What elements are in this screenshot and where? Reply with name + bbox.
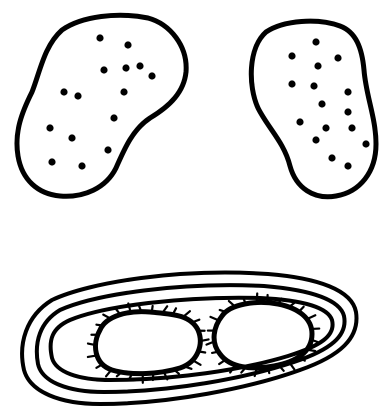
blob-right-dot bbox=[314, 62, 321, 69]
dotted-blob-right bbox=[251, 21, 376, 197]
blob-right-dot bbox=[344, 88, 351, 95]
blob-left-dot bbox=[122, 64, 129, 71]
blob-right-dot bbox=[344, 162, 351, 169]
inner-body-left-fringe-hair bbox=[88, 355, 97, 357]
inner-body-left-fringe-hair bbox=[96, 364, 102, 368]
blob-right-dots bbox=[288, 38, 369, 169]
blob-left-dot bbox=[46, 124, 53, 131]
blob-right-dot bbox=[334, 54, 341, 61]
blob-right-dot bbox=[328, 154, 335, 161]
blob-left-dot bbox=[100, 66, 107, 73]
inner-body-right-fringe-hair bbox=[212, 352, 218, 353]
blob-left-dot bbox=[78, 162, 85, 169]
dotted-blob-left bbox=[17, 15, 186, 196]
blob-left-dot bbox=[48, 158, 55, 165]
inner-body-left-outline bbox=[96, 312, 201, 374]
blob-left-dot bbox=[110, 114, 117, 121]
encapsulated-cell-bottom bbox=[22, 273, 356, 404]
inner-body-left-fringe-hair bbox=[152, 306, 153, 312]
blob-left-dot bbox=[74, 92, 81, 99]
inner-body-right-outline bbox=[214, 303, 312, 368]
inner-body-right-fringe-hair bbox=[257, 293, 258, 302]
blob-left-dot bbox=[96, 34, 103, 41]
blob-right-dot bbox=[310, 82, 317, 89]
blob-left-dot bbox=[60, 88, 67, 95]
blob-right-dot bbox=[318, 100, 325, 107]
blob-left-dot bbox=[124, 41, 131, 48]
blob-right-dot bbox=[322, 124, 329, 131]
blob-right-dot bbox=[296, 118, 303, 125]
blob-left-dot bbox=[68, 134, 75, 141]
blob-left-dot bbox=[136, 62, 143, 69]
blob-right-dot bbox=[348, 124, 355, 131]
blob-left-dots bbox=[46, 34, 155, 169]
blob-right-dot bbox=[288, 80, 295, 87]
inner-body-left-fringe bbox=[88, 303, 209, 382]
inner-body-left-fringe-hair bbox=[96, 325, 102, 326]
blob-right-outline bbox=[251, 21, 376, 197]
blob-right-dot bbox=[312, 38, 319, 45]
inner-body-right-fringe-hair bbox=[268, 367, 270, 373]
blob-right-dot bbox=[312, 136, 319, 143]
blob-right-dot bbox=[288, 52, 295, 59]
inner-body-left-fringe-hair bbox=[198, 351, 205, 352]
inner-body-left-fringe-hair bbox=[88, 344, 96, 346]
blob-left-dot bbox=[148, 72, 155, 79]
blob-right-dot bbox=[362, 140, 369, 147]
inner-body-right-fringe-hair bbox=[307, 350, 315, 351]
blob-left-outline bbox=[17, 15, 186, 196]
blob-right-dot bbox=[344, 108, 351, 115]
inner-body-left bbox=[88, 303, 209, 382]
blob-left-dot bbox=[104, 146, 111, 153]
blob-left-dot bbox=[120, 88, 127, 95]
